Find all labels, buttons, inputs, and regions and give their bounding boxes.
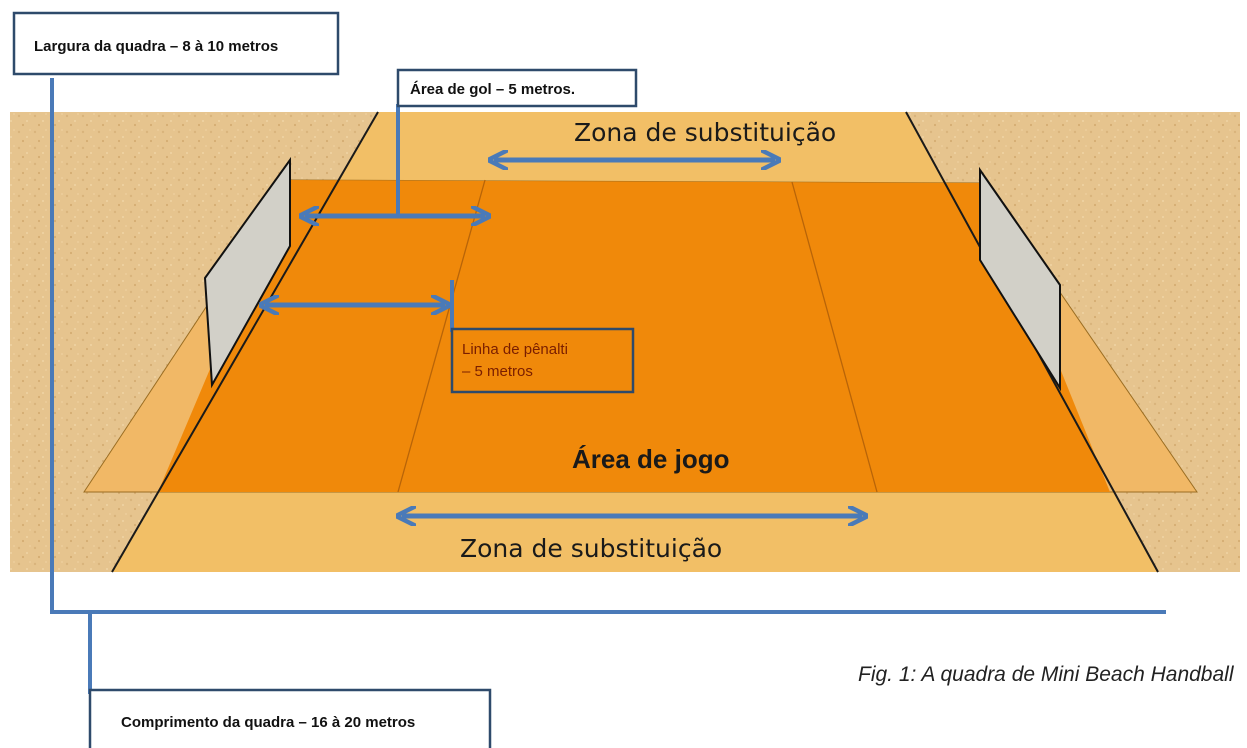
substitution-zone-bottom-label: Zona de substituição — [460, 534, 722, 563]
goal-area-line-left — [397, 179, 486, 493]
goal-area-label: Área de gol – 5 metros. — [410, 81, 575, 98]
court-edge-line-left — [111, 111, 379, 573]
court-width-label-box — [12, 11, 340, 76]
penalty-line-label-box — [450, 327, 635, 394]
court-length-label: Comprimento da quadra – 16 à 20 metros — [121, 714, 415, 731]
substitution-zone-top-label: Zona de substituição — [574, 118, 836, 147]
penalty-line-label-1: Linha de pênalti — [462, 341, 568, 358]
court-width-label: Largura da quadra – 8 à 10 metros — [34, 38, 278, 55]
goal-area-line-right — [791, 181, 878, 493]
goal-right — [979, 166, 1061, 392]
playing-area-label: Área de jogo — [572, 444, 729, 474]
court-length-bracket — [50, 78, 1166, 614]
figure-caption: Fig. 1: A quadra de Mini Beach Handball — [858, 663, 1235, 686]
penalty-line-label-2: – 5 metros — [462, 363, 533, 380]
goal-area-label-box — [396, 68, 638, 108]
court-length-label-box — [88, 688, 492, 748]
goal-left — [203, 156, 291, 389]
